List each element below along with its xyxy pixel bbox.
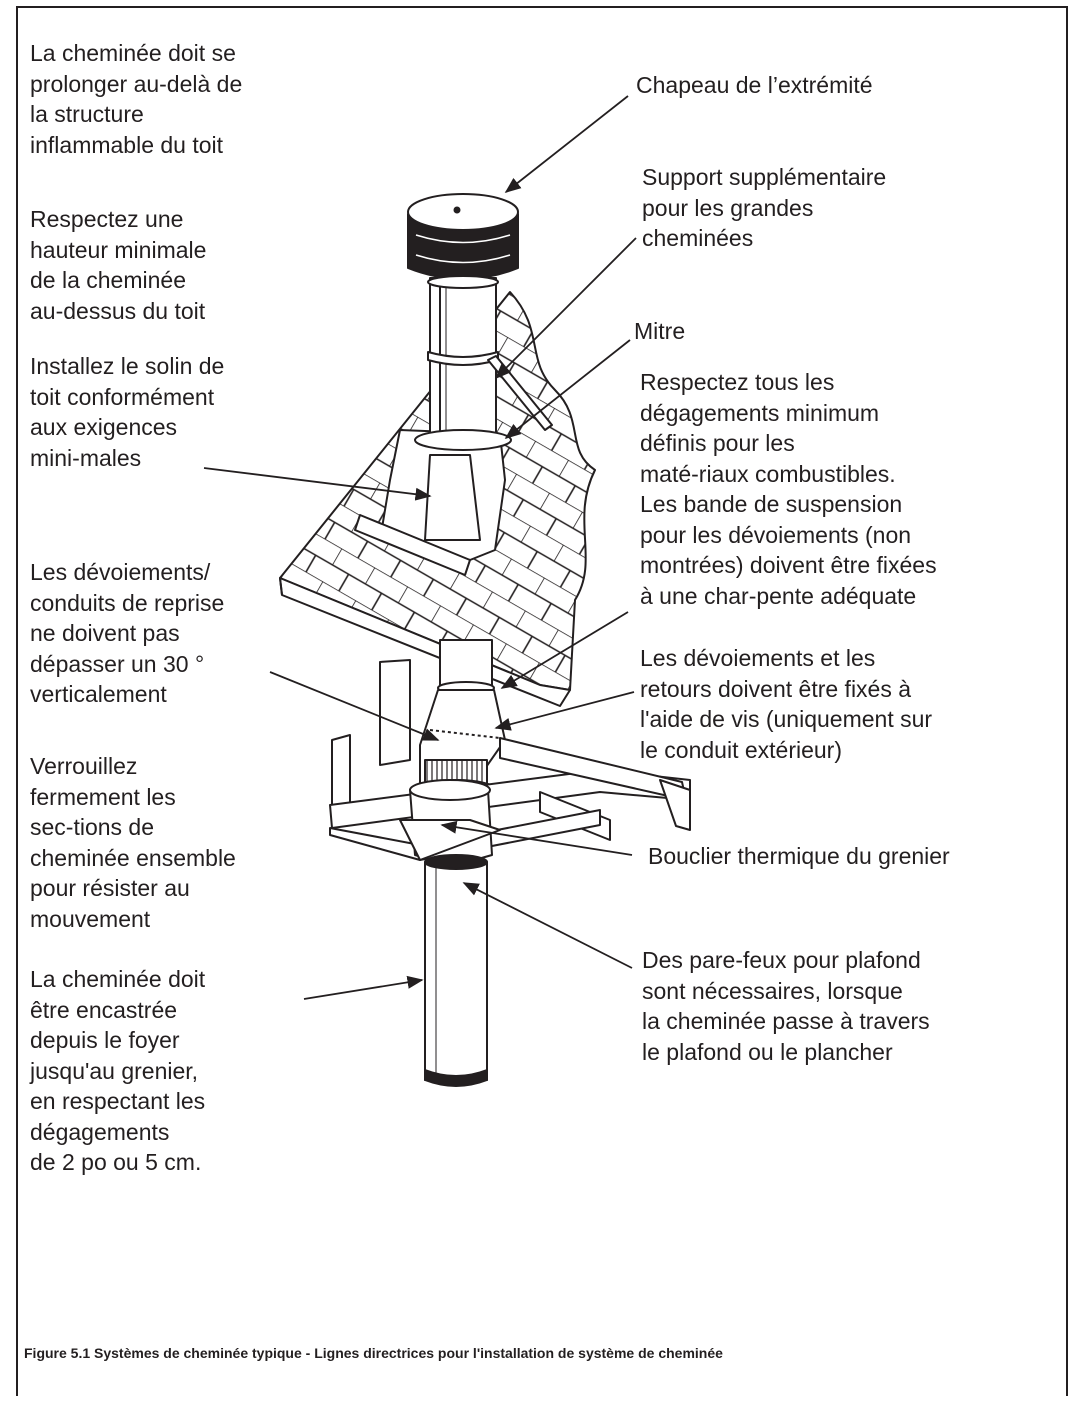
leader-mitre — [504, 339, 631, 440]
leader-offset — [269, 671, 440, 741]
label-firestops: Des pare-feux pour plafond sont nécessai… — [642, 947, 930, 1065]
label-storm-collar: Mitre — [634, 318, 686, 344]
label-attic-shield: Bouclier thermique du grenier — [648, 843, 950, 869]
figure-caption: Figure 5.1 Systèmes de cheminée typique … — [24, 1345, 723, 1361]
leader-shield — [440, 820, 633, 856]
leader-lines — [203, 95, 637, 1000]
mid-pipe — [437, 639, 495, 695]
leader-firestop — [462, 882, 633, 969]
leader-clearances — [500, 611, 629, 689]
label-roof-flashing: Installez le solin de toit conformément … — [30, 353, 225, 471]
leader-cap — [504, 95, 629, 194]
leader-support — [494, 237, 637, 380]
label-enclosed: La cheminée doit être encastrée depuis l… — [30, 966, 206, 1175]
attic-heat-shield — [399, 779, 501, 863]
label-extra-support: Support supplémentaire pour les grandes … — [642, 164, 887, 251]
label-clearances: Respectez tous les dégagements minimum d… — [640, 369, 937, 609]
storm-collar — [414, 429, 512, 451]
label-min-height: Respectez une hauteur minimale de la che… — [30, 206, 207, 324]
label-offsets-screws: Les dévoiements et les retours doivent ê… — [640, 645, 933, 763]
lower-pipe — [424, 854, 488, 1087]
leader-screws — [494, 691, 635, 731]
termination-cap — [407, 193, 519, 289]
label-termination-cap: Chapeau de l’extrémité — [636, 72, 873, 98]
roof-flashing — [354, 429, 506, 576]
leader-enclosed — [303, 975, 424, 1000]
figure-frame — [16, 6, 1068, 1396]
label-offsets-30deg: Les dévoiements/ conduits de reprise ne … — [30, 559, 225, 707]
attic-joists — [329, 659, 691, 861]
leader-flashing — [203, 467, 432, 501]
label-lock-sections: Verrouillez fermement les sec-tions de c… — [30, 753, 236, 932]
label-extend-beyond-roof: La cheminée doit se prolonger au-delà de… — [30, 40, 243, 158]
